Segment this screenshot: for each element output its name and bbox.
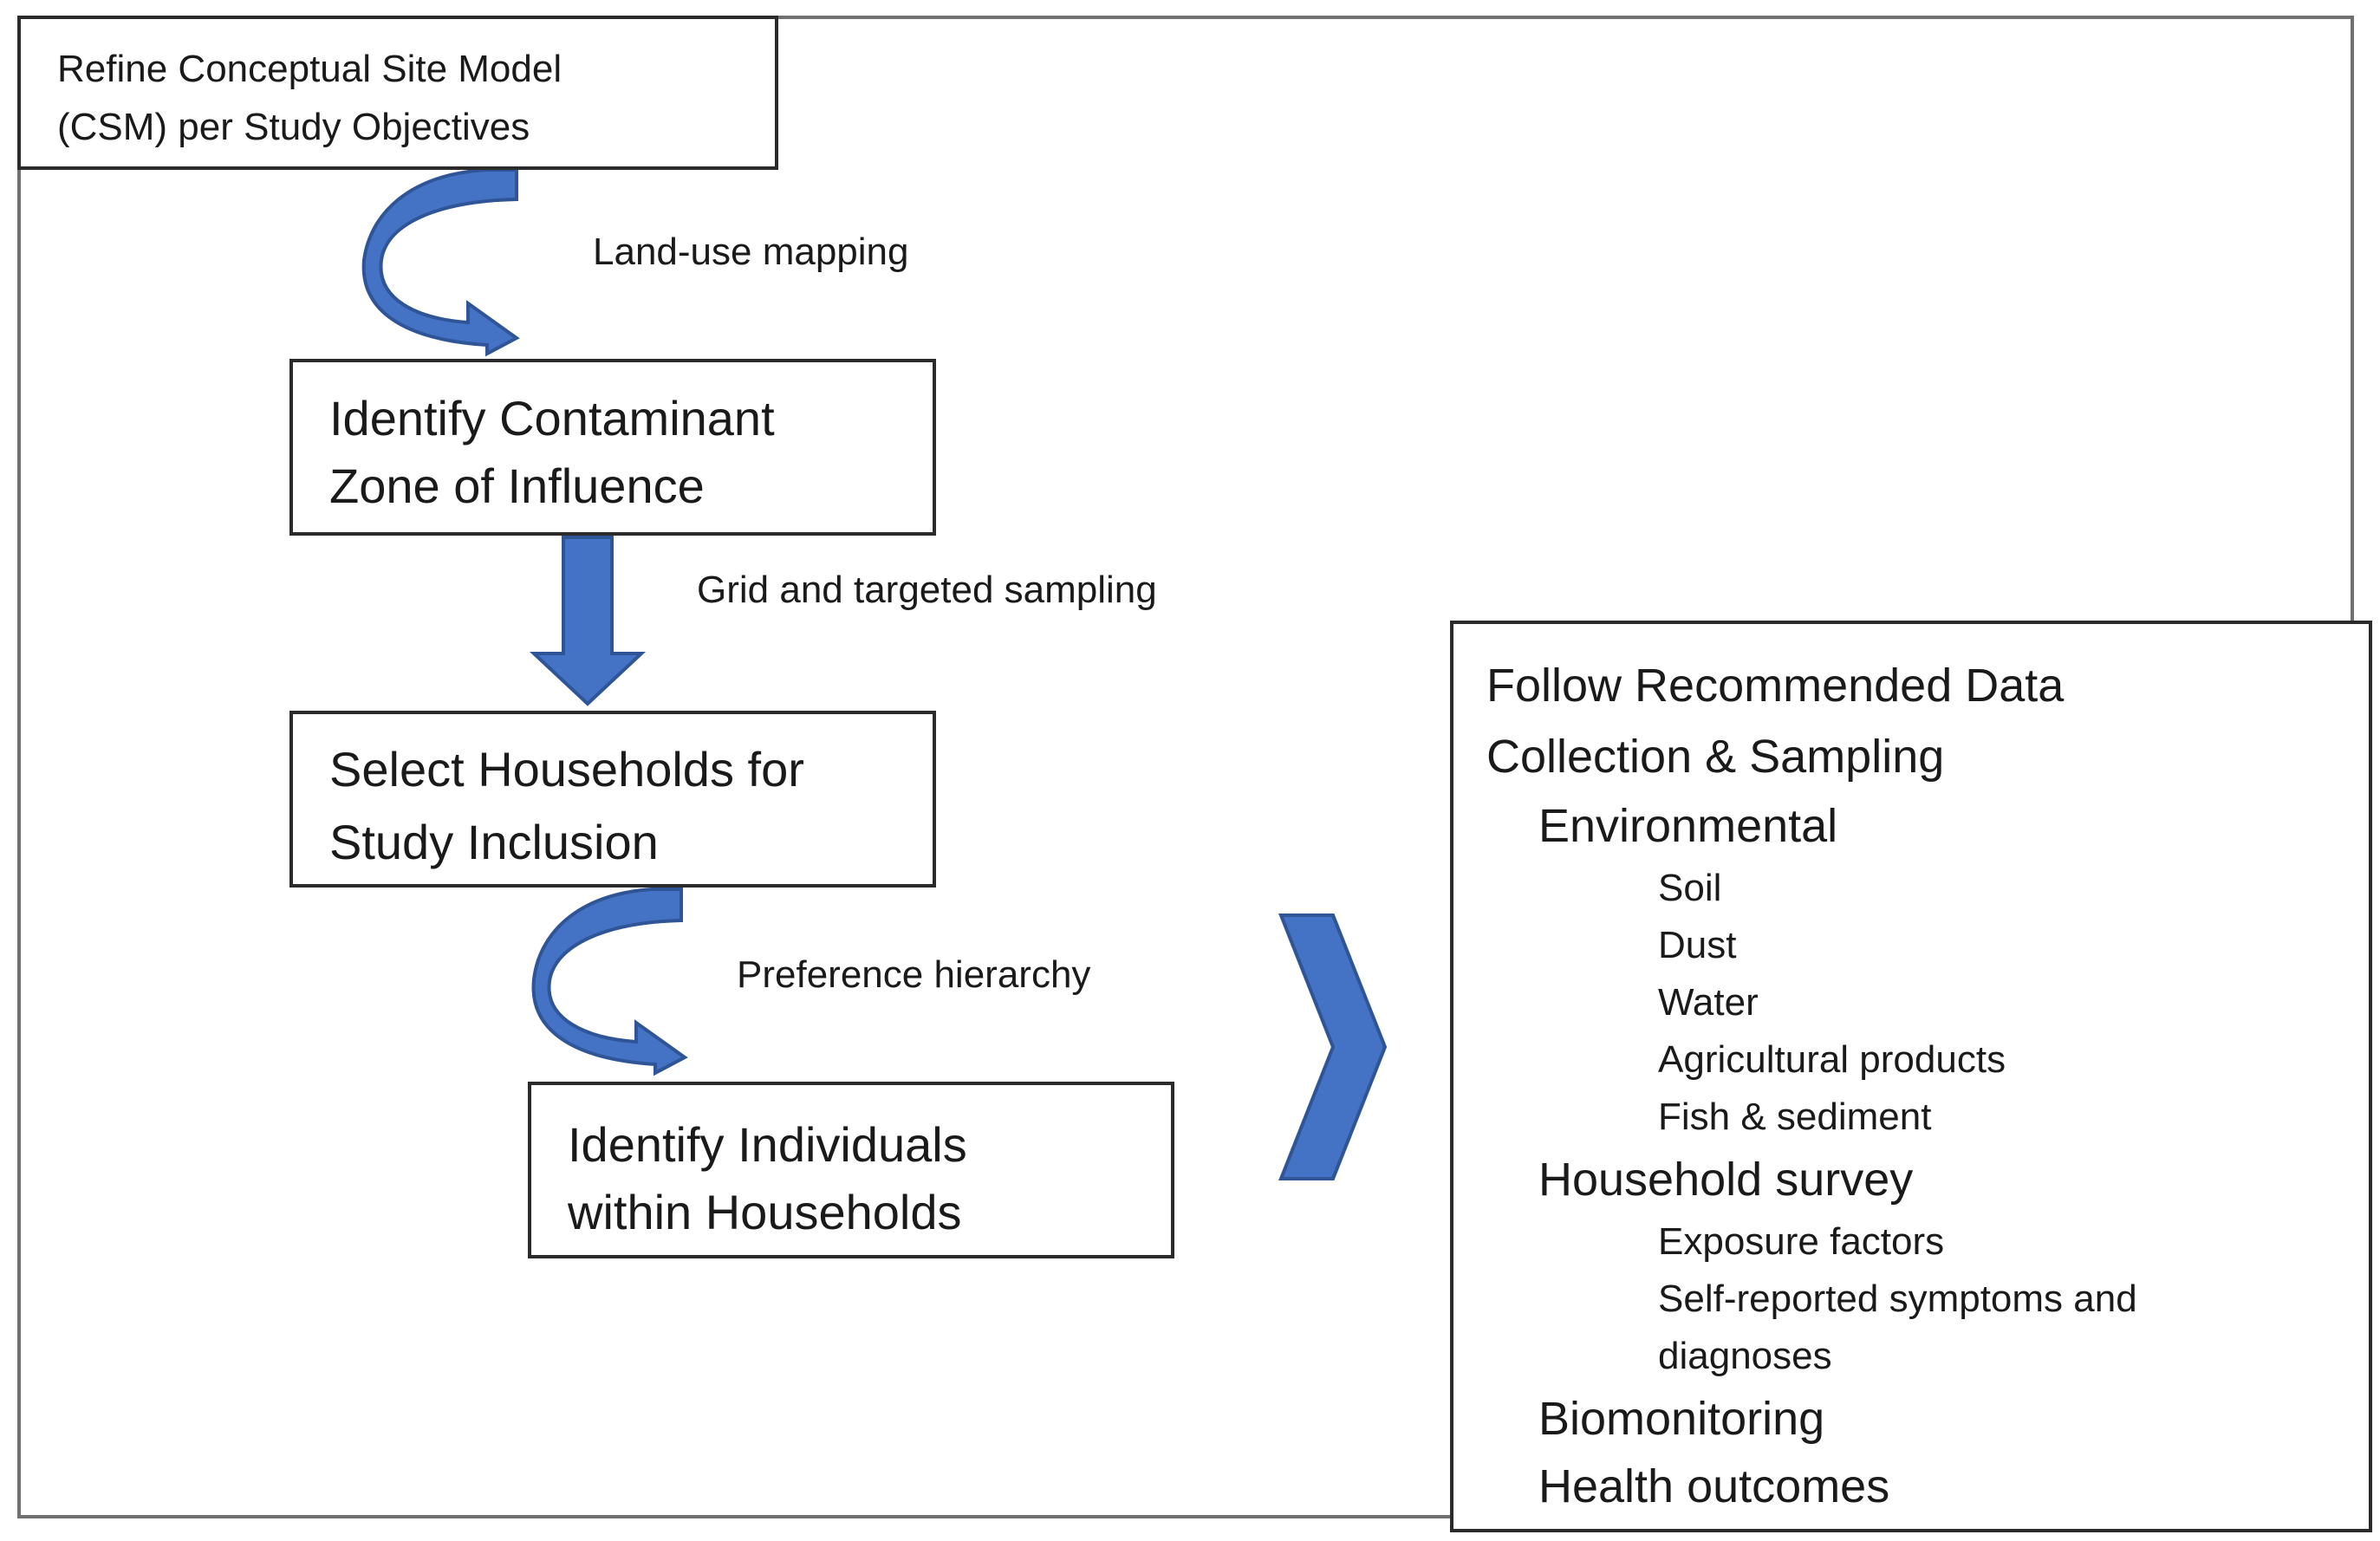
curved-arrow-preference [531,888,688,1076]
environmental-item: Soil [1658,867,1722,909]
step-text: Select Households for [329,742,804,797]
step-text: Refine Conceptual Site Model [57,48,562,90]
transition-label-land-use: Land-use mapping [593,231,909,273]
step-identify-zone: Identify Contaminant Zone of Influence [289,359,936,536]
step-select-households: Select Households for Study Inclusion [289,711,936,888]
curved-arrow-land-use [361,168,520,357]
transition-label-grid: Grid and targeted sampling [697,569,1157,611]
transition-label-preference: Preference hierarchy [737,953,1091,996]
recommended-title: Follow Recommended Data [1486,660,2065,712]
environmental-item: Dust [1658,924,1737,966]
down-arrow-grid [529,536,647,706]
environmental-item: Fish & sediment [1658,1096,1932,1138]
step-text: within Households [568,1185,962,1239]
chevron-right-icon [1278,914,1388,1180]
household-survey-item: diagnoses [1658,1335,1832,1377]
recommended-title: Collection & Sampling [1486,731,1945,783]
step-text: Study Inclusion [329,815,659,869]
household-survey-heading: Household survey [1538,1154,1914,1206]
environmental-item: Agricultural products [1658,1038,2006,1081]
step-text: (CSM) per Study Objectives [57,106,530,148]
step-text: Zone of Influence [329,458,705,513]
biomonitoring-heading: Biomonitoring [1538,1393,1825,1445]
step-refine-csm: Refine Conceptual Site Model (CSM) per S… [17,16,778,170]
recommended-collection-box: Follow Recommended Data Collection & Sam… [1450,621,2372,1532]
step-text: Identify Contaminant [329,391,775,445]
environmental-item: Water [1658,981,1759,1024]
household-survey-item: Exposure factors [1658,1220,1945,1263]
environmental-heading: Environmental [1538,800,1838,852]
health-outcomes-heading: Health outcomes [1538,1460,1890,1512]
household-survey-item: Self-reported symptoms and [1658,1278,2137,1320]
step-text: Identify Individuals [568,1117,967,1172]
step-identify-individuals: Identify Individuals within Households [528,1082,1174,1258]
